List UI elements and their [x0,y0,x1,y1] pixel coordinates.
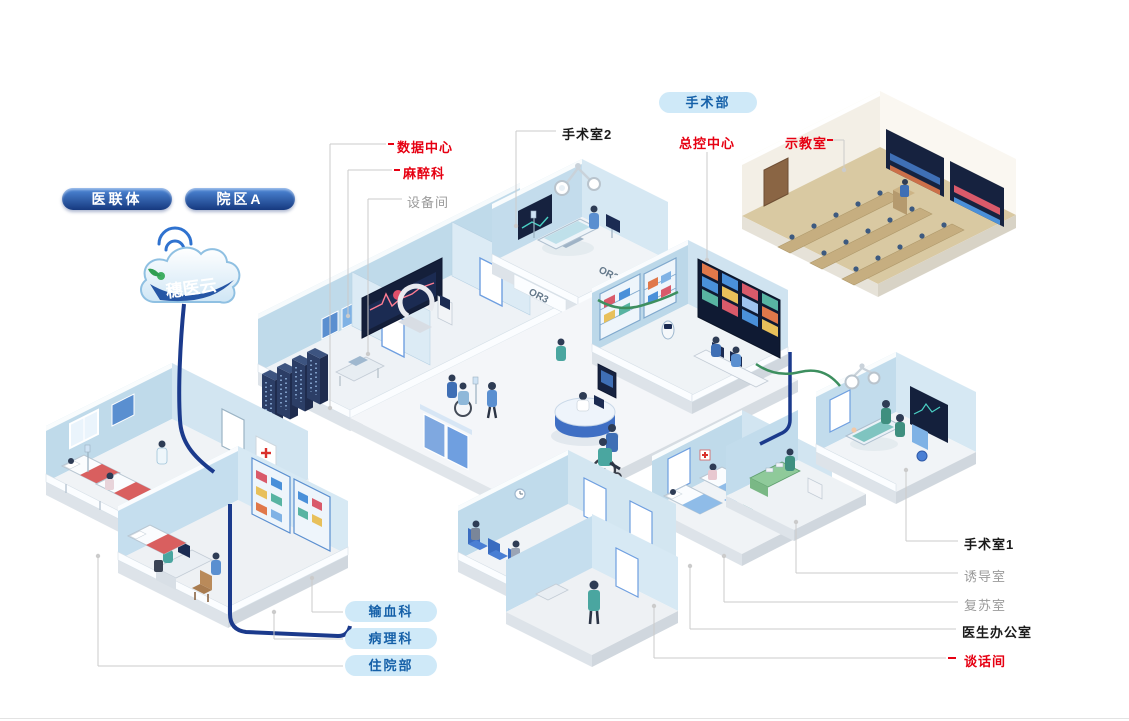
ward-nurse-figure [156,440,168,465]
hospital-bed [126,524,188,555]
leader-lines [95,130,958,667]
badge-blood-dept: 输血科 [345,601,437,622]
service-robot [661,320,675,340]
surgical-light [844,363,881,390]
reception-desk [551,395,619,446]
video-wall [697,258,781,359]
doctor-figure [589,205,599,229]
teaching-room-block [742,91,1016,297]
ward-doctor-figure [211,552,221,575]
leader-induction-room [793,519,958,574]
ward-window [69,408,99,450]
hospital-bed [662,484,724,515]
lobby-double-door [420,404,472,471]
equipment-table [335,356,385,386]
lobby-items [420,338,622,483]
walking-nurse [556,338,566,361]
badge-inpatient-dept: 住院部 [345,655,437,676]
wall-poster [111,393,135,427]
or1-cable [759,352,792,446]
label-recovery-room: 复苏室 [964,598,1007,613]
surgeon-figure [881,400,905,437]
page-bottom-border [0,718,1129,719]
scrub-nurse-figure [785,448,795,471]
surgical-light [554,163,601,196]
chart-rack [251,457,291,534]
walking-visitor [486,382,498,419]
leader-pathology-dept [271,609,343,640]
label-equipment-room: 设备间 [407,195,450,210]
classroom-screen-2 [950,161,1004,227]
green-cable [755,362,841,387]
cloud-cable [177,303,216,474]
label-control-center: 总控中心 [679,136,736,151]
chart-rack [293,478,331,552]
leader-or2-room [513,130,556,229]
label-induction-room: 诱导室 [964,569,1007,584]
wheelchair-patient-small [447,374,479,417]
leaf-icon [148,268,161,277]
classroom-podium [893,179,915,215]
leader-doctor-office [687,563,956,630]
green-cable [597,290,679,310]
badge-medical-consortium: 医联体 [62,188,172,210]
iv-stand [84,444,91,472]
label-data-center: 数据中心 [397,140,454,155]
classroom-door [763,157,789,207]
equipment-cart [912,424,928,450]
label-talk-room: 谈话间 [964,654,1007,669]
info-kiosk-screen [597,363,617,399]
wall-clock [514,488,526,500]
operator-figure [711,336,741,367]
consult-table [535,583,569,601]
or2-block: OR2 OR3 [491,159,669,317]
c-arm-machine [397,283,435,333]
receptionist-figure [576,392,590,412]
leader-recovery-room [721,553,958,603]
wood-chair [192,570,212,602]
waiting-room-block [457,450,678,667]
cloud-group: 穗医云 [140,226,241,304]
leader-or1-room [903,467,958,542]
surgical-stool [916,450,928,462]
inpatient-ward-block [45,363,349,628]
red-cross-sign [699,449,711,461]
door [615,547,639,598]
leader-teaching-room [827,139,847,173]
label-teaching-room: 示教室 [785,136,828,151]
label-or1-room: 手术室1 [964,537,1015,552]
badge-pathology-dept: 病理科 [345,628,437,649]
operating-table [536,218,600,256]
label-or2-room: 手术室2 [562,127,613,142]
label-anesthesiology: 麻醉科 [403,166,446,181]
classroom-screen-1 [886,129,944,197]
or2-monitor-cart [606,214,620,238]
medical-trolley [807,477,823,500]
iv-stand [530,210,537,238]
leader-equipment-room [365,198,402,357]
cloud-logo: 穗医云 [140,246,241,304]
label-doctor-office: 医生办公室 [962,625,1033,640]
leader-inpatient-dept [95,553,343,667]
or1-block [815,352,976,504]
monitor-cart [437,295,453,326]
leader-talk-room [651,603,956,659]
leader-anesthesiology [345,169,400,319]
door [829,389,851,433]
badge-surgery-dept: 手术部 [659,92,757,113]
hospital-bed [60,454,122,510]
leader-blood-dept [309,575,343,613]
standing-nurse-figure [588,580,600,625]
classroom-desks [777,190,965,286]
prep-room-block [726,410,866,541]
leader-control-center [704,152,710,263]
badge-campus-a: 院区A [185,188,295,210]
leader-data-center [327,143,394,411]
